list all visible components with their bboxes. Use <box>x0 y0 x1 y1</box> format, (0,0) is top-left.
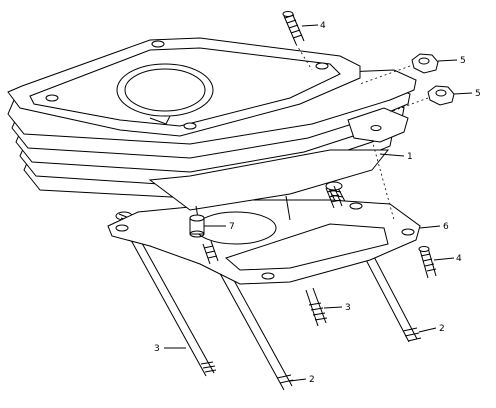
nut-upper <box>411 53 439 74</box>
callout-label-5-upper: 5 <box>460 56 466 66</box>
callout-label-2-bottom: 2 <box>309 375 315 385</box>
callout-label-2-right: 2 <box>439 324 445 334</box>
callout-label-5-lower: 5 <box>475 89 481 99</box>
callout-label-4-top: 4 <box>320 21 326 31</box>
stud-top <box>282 11 305 45</box>
stud-short-lower <box>305 287 328 327</box>
callout-label-3-right: 3 <box>345 303 351 313</box>
base-gasket <box>107 199 421 285</box>
cylinder-block <box>7 37 417 231</box>
callout-label-6: 6 <box>443 222 449 232</box>
callout-label-7: 7 <box>229 222 235 232</box>
stud-upper-right <box>325 185 343 209</box>
nut-lower <box>427 85 455 106</box>
dowel-pin <box>189 214 205 238</box>
callout-label-1: 1 <box>407 152 413 162</box>
stud-front-a <box>202 240 219 265</box>
callouts: 1 2 2 3 3 4 4 5 5 6 7 <box>154 21 481 385</box>
callout-label-4-right: 4 <box>456 254 462 264</box>
callout-label-3-left: 3 <box>154 344 160 354</box>
stud-right-short <box>418 246 437 279</box>
